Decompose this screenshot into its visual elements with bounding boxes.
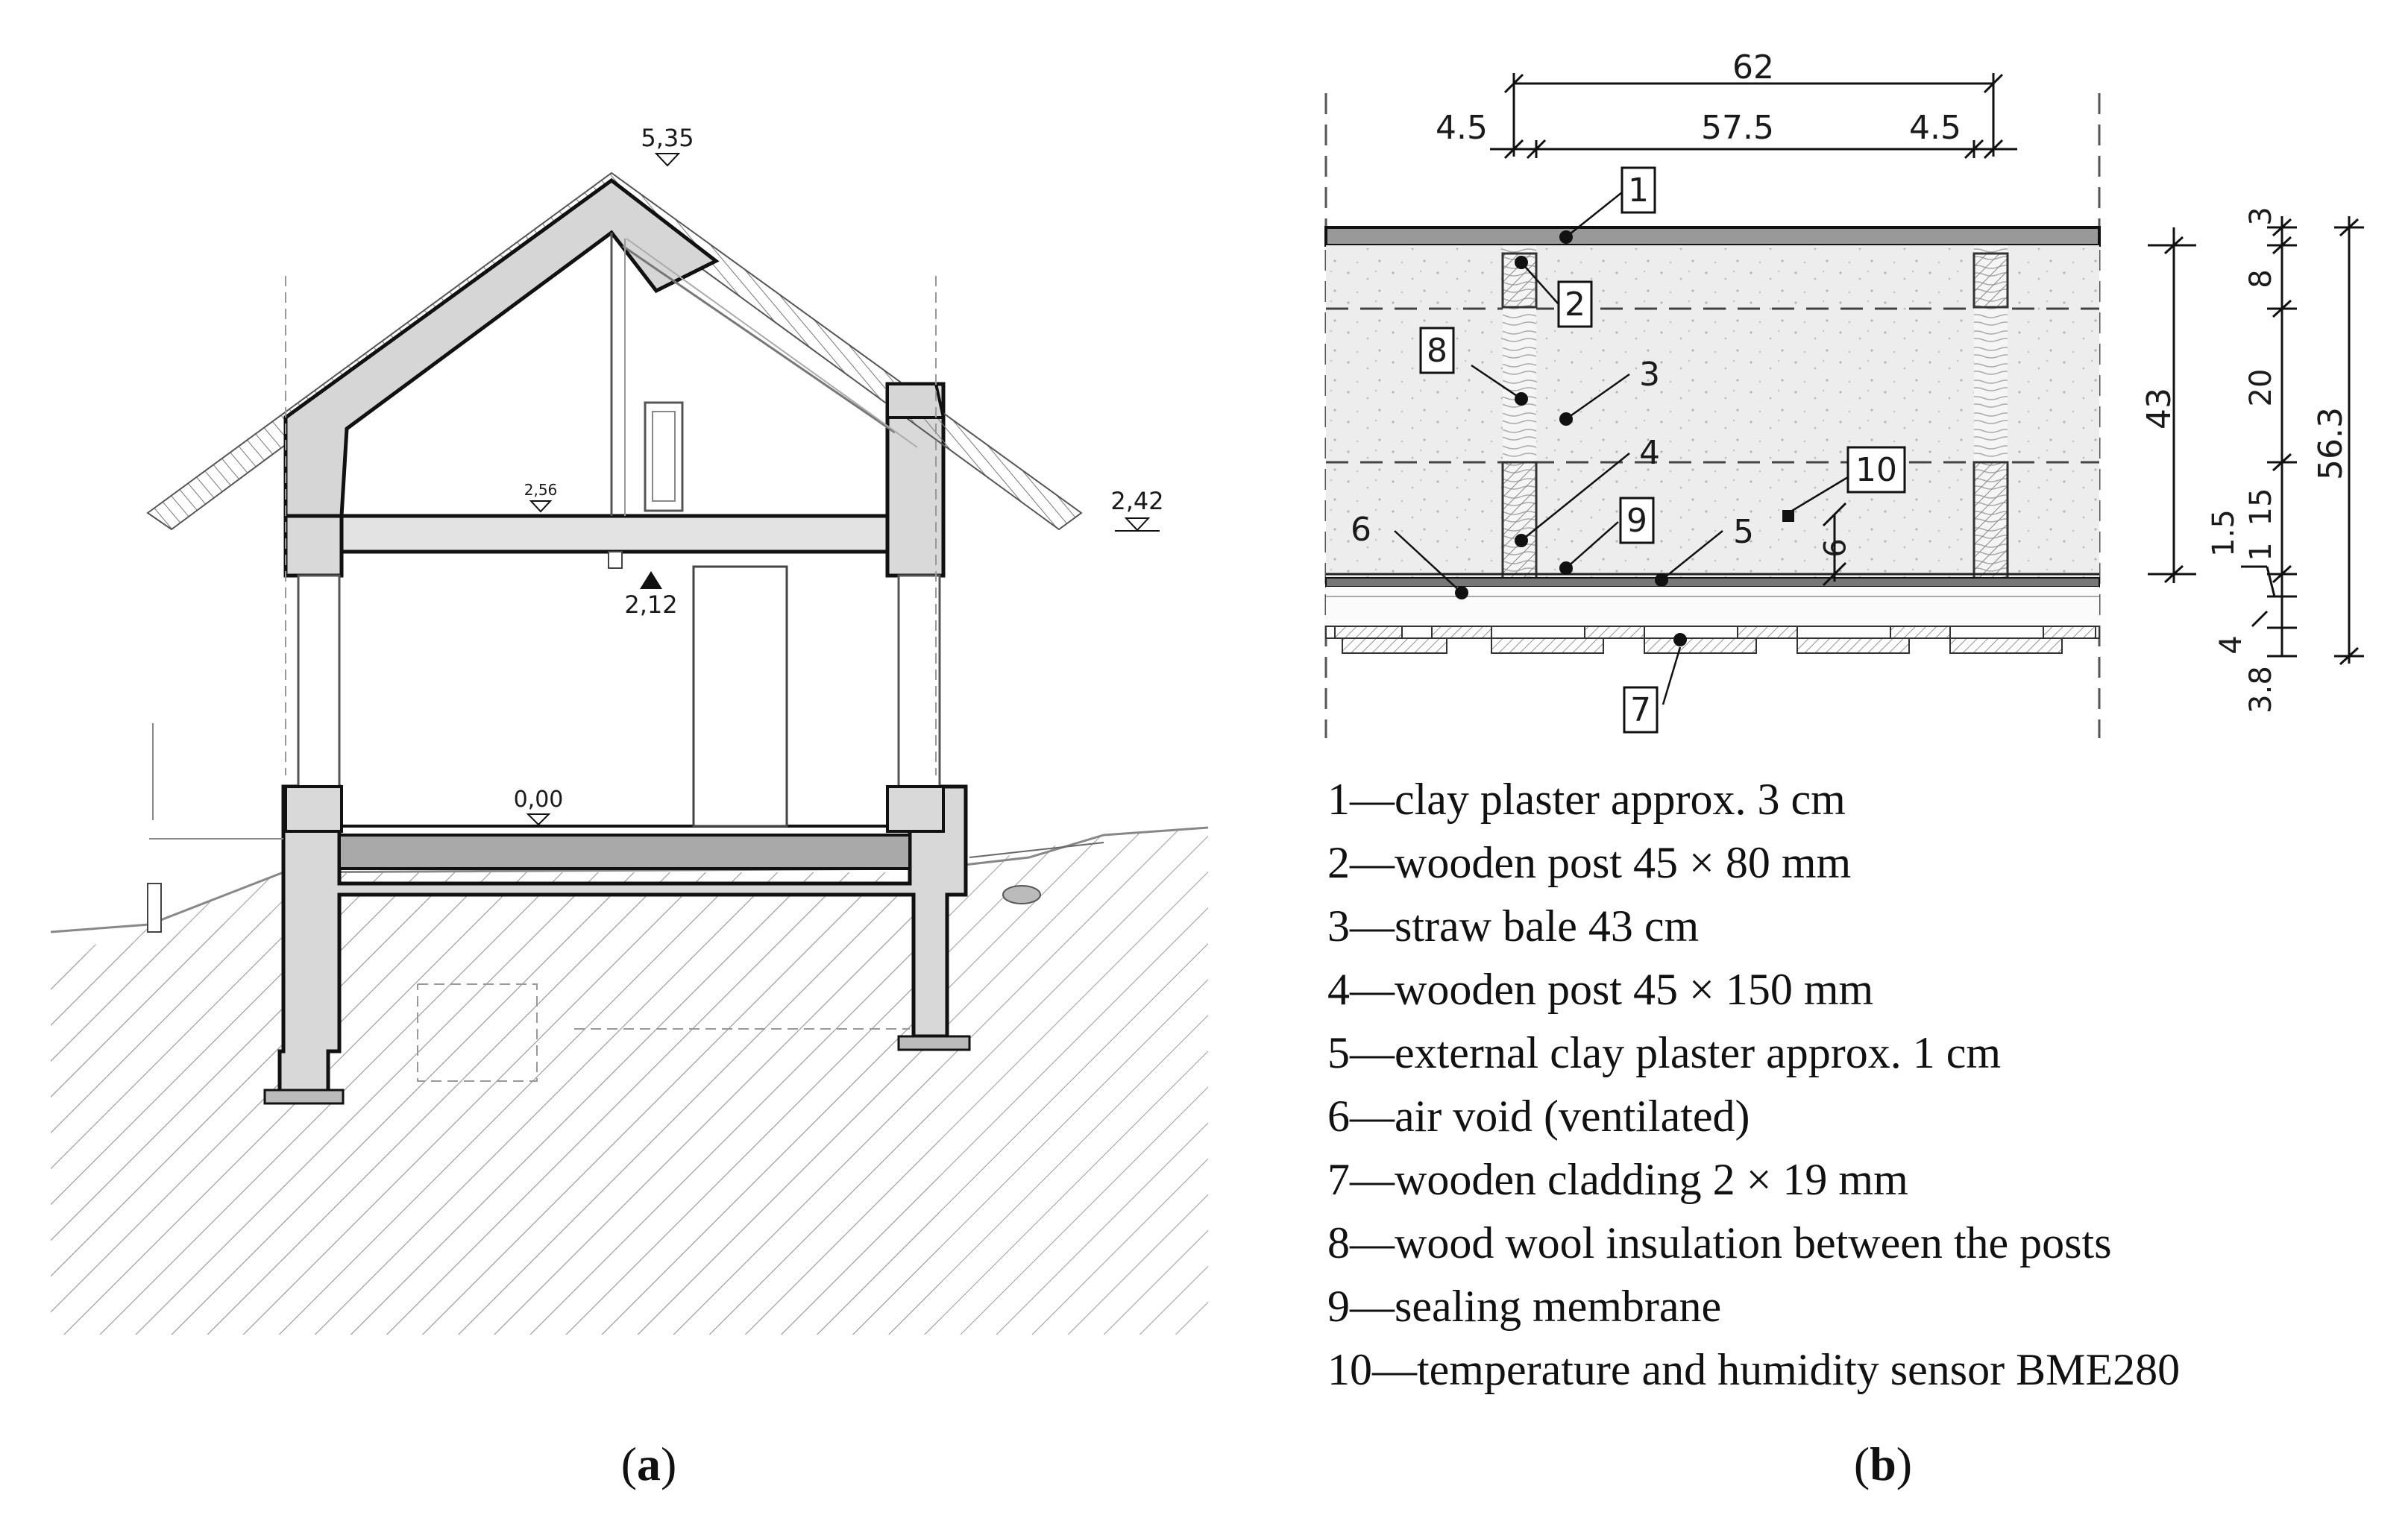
legend-item: 7—wooden cladding 2 × 19 mm — [1327, 1155, 1908, 1204]
svg-text:10: 10 — [1855, 451, 1897, 489]
svg-text:0,00: 0,00 — [514, 787, 564, 813]
layer-air-void — [1326, 587, 2099, 628]
svg-text:3: 3 — [1639, 356, 1660, 394]
panel-a-section: 5,35 2,42 2,56 2,12 0,00 (a) — [50, 124, 1209, 1490]
legend: 1—clay plaster approx. 3 cm 2—wooden pos… — [1327, 775, 2180, 1394]
svg-text:2,56: 2,56 — [524, 481, 558, 499]
dim-1: 1 — [2244, 542, 2278, 561]
footing-left — [263, 1089, 345, 1105]
dim-56-3: 56.3 — [2312, 407, 2350, 480]
marker-3: 3 — [1559, 356, 1660, 426]
legend-item: 1—clay plaster approx. 3 cm — [1327, 775, 1846, 824]
svg-text:7: 7 — [1630, 691, 1651, 729]
legend-item: 2—wooden post 45 × 80 mm — [1327, 838, 1851, 887]
dimension-right — [2148, 216, 2364, 666]
panel-b-wall-detail: 62 4.5 57.5 4.5 — [1324, 48, 2364, 1490]
level-ceiling: 2,12 — [624, 571, 678, 619]
layer-straw-bale — [1326, 245, 2099, 583]
marker-4: 4 — [1515, 434, 1660, 547]
dim-8: 8 — [2244, 269, 2278, 288]
dim-15: 15 — [2244, 488, 2278, 526]
legend-item: 6—air void (ventilated) — [1327, 1092, 1750, 1141]
svg-text:5: 5 — [1733, 513, 1754, 551]
post-right-top — [1972, 252, 2009, 309]
roof-insulation — [283, 177, 720, 518]
dim-3-8: 3.8 — [2244, 666, 2278, 714]
marker-2: 2 — [1515, 256, 1593, 328]
caption-b: (b) — [1854, 1437, 1912, 1490]
svg-text:5,35: 5,35 — [641, 124, 694, 152]
dim-3: 3 — [2244, 207, 2278, 225]
dim-9: 9 — [1816, 538, 1850, 557]
dim-sensor — [1822, 502, 1847, 587]
legend-item: 9—sealing membrane — [1327, 1282, 1721, 1331]
level-eave: 2,42 — [1110, 487, 1164, 532]
legend-item: 5—external clay plaster approx. 1 cm — [1327, 1028, 2001, 1077]
svg-text:6: 6 — [1351, 511, 1371, 549]
marker-9: 9 — [1559, 497, 1655, 575]
marker-8: 8 — [1419, 327, 1528, 406]
post-left-bottom — [1501, 461, 1538, 585]
door — [692, 565, 788, 828]
dim-20: 20 — [2244, 369, 2278, 407]
dimension-top — [1490, 73, 2017, 160]
dim-1-5: 1.5 — [2207, 509, 2241, 557]
dim-4: 4 — [2214, 635, 2248, 654]
dim-4-5-left: 4.5 — [1436, 109, 1488, 147]
svg-text:8: 8 — [1427, 332, 1447, 370]
level-ridge: 5,35 — [641, 124, 694, 167]
dim-62: 62 — [1732, 48, 1774, 86]
legend-item: 8—wood wool insulation between the posts — [1327, 1218, 2112, 1267]
svg-text:2,12: 2,12 — [624, 590, 677, 619]
level-floor: 0,00 — [514, 787, 564, 826]
svg-text:2: 2 — [1565, 286, 1585, 324]
level-ceiling-small: 2,56 — [524, 481, 558, 513]
marker-1: 1 — [1559, 166, 1656, 244]
svg-text:2,42: 2,42 — [1110, 487, 1163, 515]
layer-clay-plaster — [1324, 226, 2101, 247]
dim-43: 43 — [2140, 388, 2178, 429]
layer-external-plaster — [1325, 577, 2100, 588]
marker-5: 5 — [1655, 513, 1754, 587]
svg-text:4: 4 — [1639, 434, 1660, 472]
marker-10: 10 — [1782, 446, 1906, 522]
legend-item: 10—temperature and humidity sensor BME28… — [1327, 1345, 2180, 1394]
dim-4-5-right: 4.5 — [1909, 109, 1961, 147]
layer-wooden-cladding — [1325, 626, 2100, 654]
ceiling-slab — [339, 514, 890, 554]
svg-text:1: 1 — [1628, 171, 1649, 210]
marker-7: 7 — [1623, 633, 1687, 734]
legend-item: 4—wooden post 45 × 150 mm — [1327, 965, 1873, 1014]
post-right-bottom — [1972, 461, 2009, 585]
floor-slab — [338, 834, 911, 870]
dim-57-5: 57.5 — [1701, 109, 1774, 147]
legend-item: 3—straw bale 43 cm — [1327, 901, 1699, 951]
roof-insulation-right — [886, 382, 946, 419]
marker-6: 6 — [1351, 511, 1468, 599]
caption-a: (a) — [621, 1437, 677, 1490]
roof-covering — [146, 171, 1083, 531]
footing-right — [897, 1035, 971, 1051]
svg-text:9: 9 — [1626, 502, 1647, 540]
